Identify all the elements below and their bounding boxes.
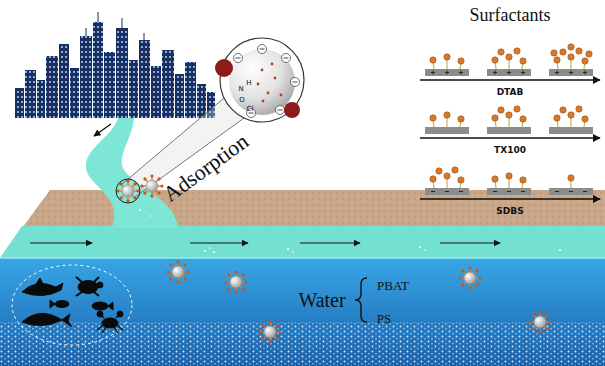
flow-arrows xyxy=(30,124,500,243)
zoom-target xyxy=(116,179,140,203)
river-surface xyxy=(0,226,605,258)
microplastic-particle xyxy=(458,266,481,289)
atom-label: O xyxy=(239,97,245,104)
microplastic-particle xyxy=(140,174,163,197)
water-edge xyxy=(0,257,605,259)
atom-label: N xyxy=(238,86,243,93)
polymer-label: PBAT xyxy=(377,279,409,292)
zoom-circle xyxy=(220,38,304,122)
microplastic-particle xyxy=(528,310,551,333)
surfactant-row-dtab xyxy=(420,44,600,80)
microplastic-particle xyxy=(224,270,247,293)
sediment xyxy=(0,322,605,366)
antennas xyxy=(86,12,144,40)
surfactant-panel: DTAB xyxy=(420,53,600,97)
microplastic-particle xyxy=(258,320,281,343)
marine-life-region xyxy=(12,265,132,345)
charge-sites xyxy=(234,45,300,118)
brace xyxy=(355,278,367,322)
polymer-label: PS xyxy=(377,312,391,325)
water-body xyxy=(0,258,605,366)
surfactant-name: TX100 xyxy=(494,146,526,155)
panel-heading: Surfactants xyxy=(470,6,551,24)
plastic-sphere xyxy=(229,49,295,115)
pollutant-molecule xyxy=(215,59,233,77)
surfactant-row-sdbs xyxy=(420,167,600,199)
surfactant-name: SDBS xyxy=(496,207,523,216)
sand-bank xyxy=(0,190,605,258)
surfactant-row-tx100 xyxy=(420,106,600,138)
atom-label: Cl xyxy=(247,106,254,113)
surfactant-panel: TX100 xyxy=(420,111,600,155)
medium-label: Water xyxy=(298,290,345,310)
atom-label: H xyxy=(246,80,251,87)
city-skyline xyxy=(15,22,215,118)
microplastic-particle xyxy=(166,260,189,283)
pollutant-molecule xyxy=(284,102,300,118)
microplastic-particle xyxy=(116,179,139,202)
pollutant-dots xyxy=(257,63,283,103)
surfactant-name: DTAB xyxy=(497,88,524,97)
surfactant-panel: SDBS xyxy=(420,172,600,216)
marine-animals xyxy=(22,277,123,333)
